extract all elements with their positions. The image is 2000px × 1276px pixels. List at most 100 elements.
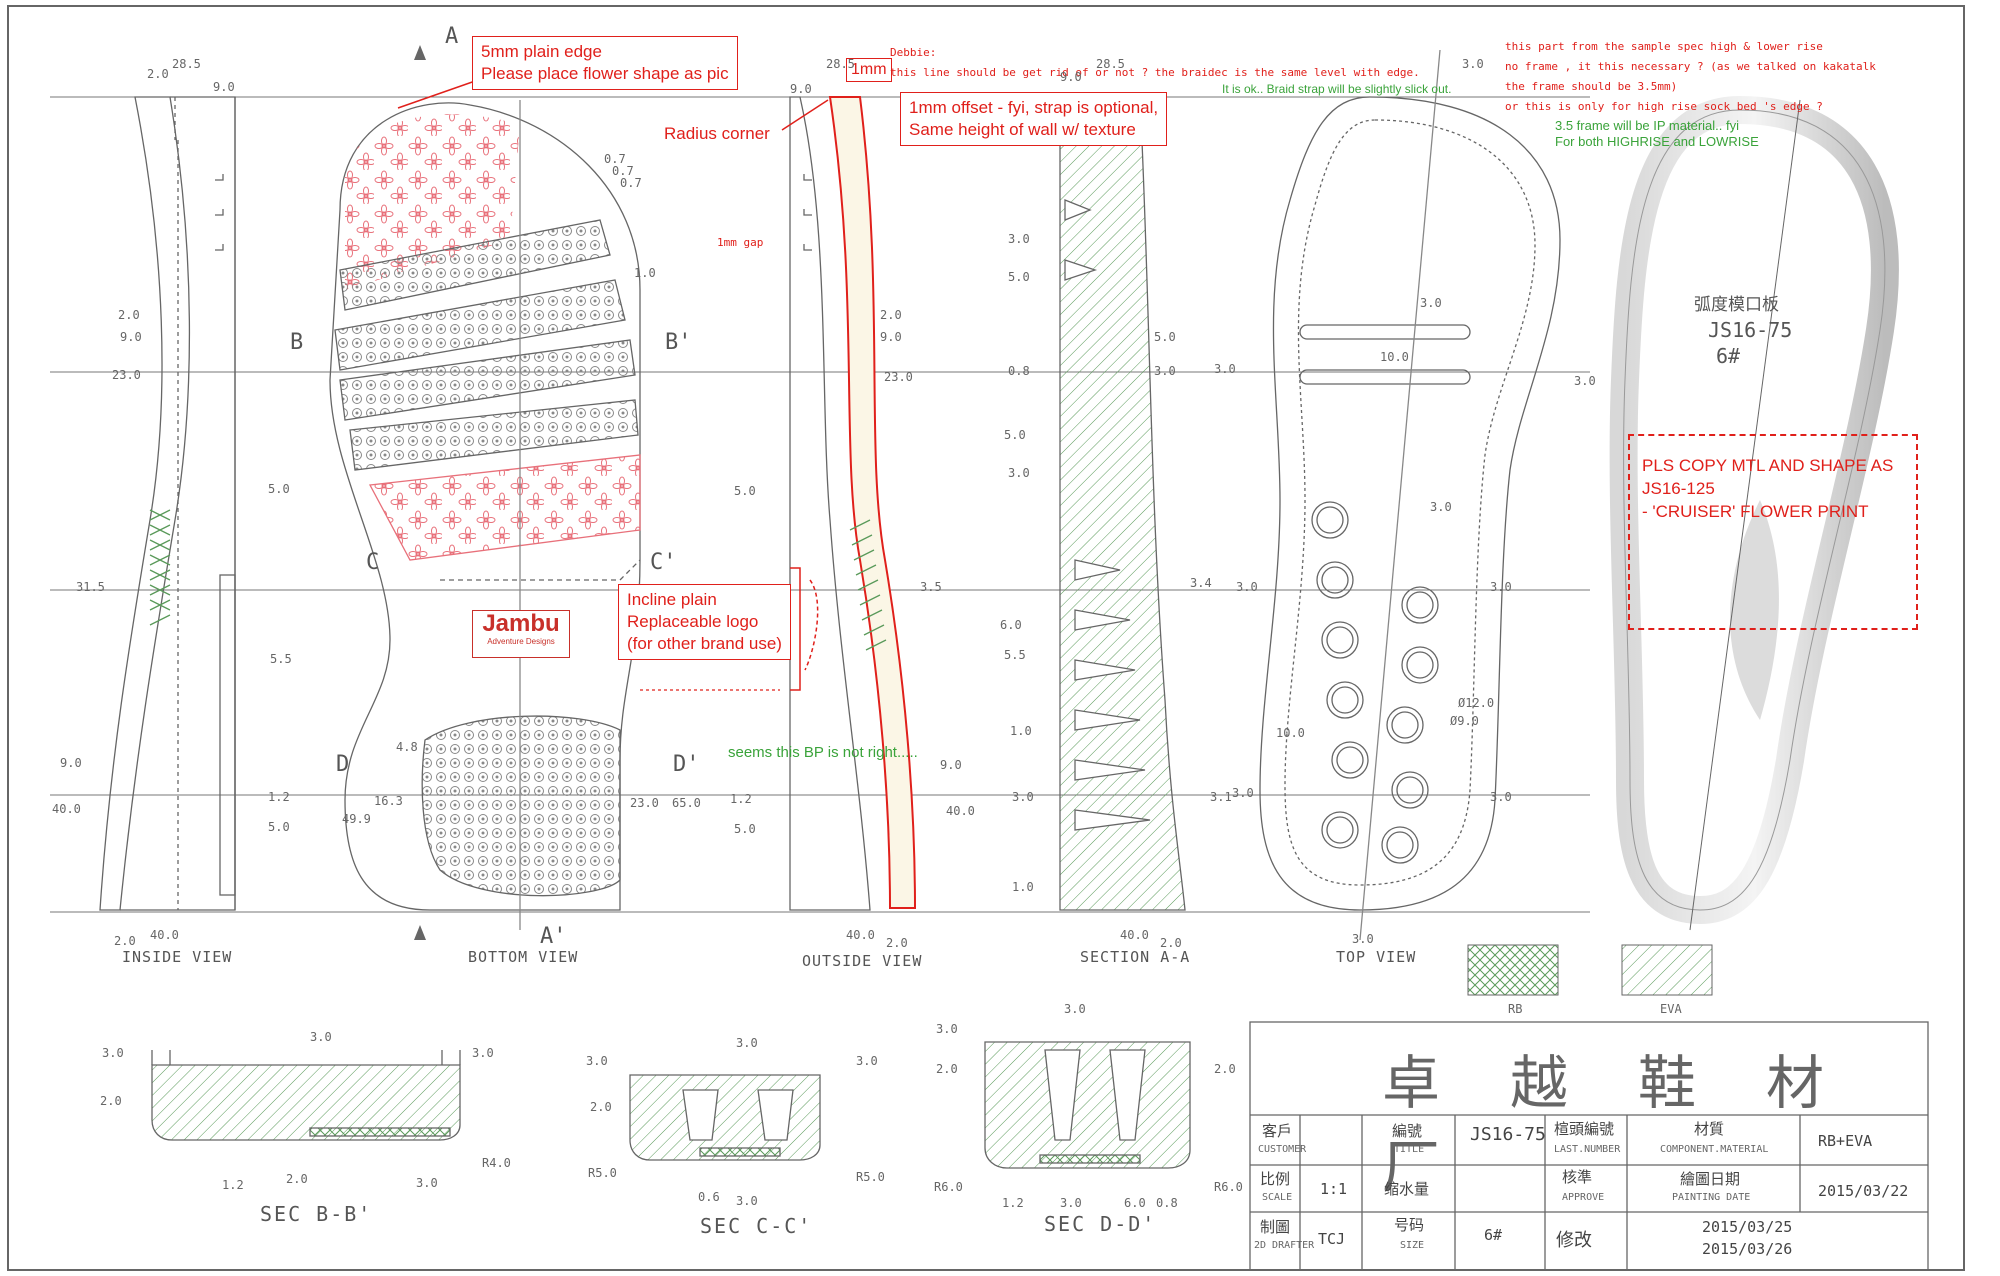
dim-bottom-6: 16.3 [374,794,403,808]
dim-top-14: 3.0 [1352,932,1374,946]
dim-bb-6: 2.0 [286,1172,308,1186]
title-block-grid [1249,1021,1929,1271]
dim-dd-9: 0.8 [1156,1196,1178,1210]
dim-aa-12: 5.5 [1004,648,1026,662]
sample-spec-line-3: the frame should be 3.5mm) [1505,80,1678,93]
dim-dd-6: 1.2 [1002,1196,1024,1210]
dim-top-2: 3.0 [1420,296,1442,310]
legend-eva-swatch [1621,944,1713,996]
dim-cc-2: 3.0 [736,1036,758,1050]
scale-en: SCALE [1262,1192,1293,1203]
dim-aa-18: 2.0 [1160,936,1182,950]
approve-cn: 核準 [1562,1168,1593,1186]
dim-top-4: 3.0 [1214,362,1236,376]
copy-note-line-2: JS16-125 [1642,479,1715,498]
dim-top-13: 3.0 [1490,790,1512,804]
dim-top-8: 3.0 [1430,500,1452,514]
dim-aa-7: 3.0 [1154,364,1176,378]
dim-inside-12: 1.2 [268,790,290,804]
section-mark-b: B [290,330,304,355]
bottom-view-label: BOTTOM VIEW [468,948,579,966]
last-number-cn: 楦頭編號 [1554,1120,1615,1138]
dim-outside-12: 40.0 [846,928,875,942]
dim-cc-4: 2.0 [590,1100,612,1114]
customer-en: CUSTOMER [1258,1144,1307,1155]
dim-inside-10: 9.0 [60,756,82,770]
dim-outside-4: 9.0 [880,330,902,344]
sec-dd-label: SEC D-D' [1044,1212,1157,1236]
section-aa-label: SECTION A-A [1080,948,1191,966]
arc-template-drawing [1609,95,1899,931]
dim-aa-4: 5.0 [1008,270,1030,284]
dim-aa-17: 40.0 [1120,928,1149,942]
dim-bottom-5: 4.8 [396,740,418,754]
legend-rb-label: RB [1508,1002,1523,1016]
dim-top-9: Ø12.0 [1458,696,1495,710]
bp-note: seems this BP is not right..... [728,744,918,761]
approve-en: APPROVE [1562,1192,1605,1203]
plain-edge-line-1: 5mm plain edge [481,42,602,61]
sec-bb-drawing [151,1050,461,1141]
dim-cc-6: 0.6 [698,1190,720,1204]
legend-rb-swatch [1467,944,1559,996]
outside-view-drawing [789,96,917,911]
sec-cc-label: SEC C-C' [700,1214,813,1238]
dim-outside-2: 9.0 [790,82,812,96]
material-en: COMPONENT.MATERIAL [1660,1144,1769,1155]
dim-aa-11: 6.0 [1000,618,1022,632]
dim-inside-5: 9.0 [120,330,142,344]
offset-line-2: Same height of wall w/ texture [909,120,1136,139]
size-cn: 号码 [1394,1216,1425,1234]
dim-aa-9: 3.0 [1008,466,1030,480]
dim-inside-6: 23.0 [112,368,141,382]
dim-aa-3: 3.0 [1008,232,1030,246]
copy-note-line-1: PLS COPY MTL AND SHAPE AS [1642,456,1894,475]
section-mark-b-prime: B' [665,330,692,355]
dim-bottom-8: 23.0 [630,796,659,810]
dim-dd-5: R6.0 [934,1180,963,1194]
legend-eva-label: EVA [1660,1002,1682,1016]
sample-spec-line-4: or this is only for high rise sock bed '… [1505,100,1823,113]
dim-dd-4: 2.0 [1214,1062,1236,1076]
shrink-cn: 缩水量 [1384,1180,1430,1198]
section-mark-d: D [336,752,350,777]
dim-outside-10: 9.0 [940,758,962,772]
incline-note: Incline plain Replaceable logo (for othe… [618,584,791,660]
gap-label: 1mm gap [717,236,764,249]
dim-outside-7: 5.0 [734,484,756,498]
dim-aa-14: 3.0 [1012,790,1034,804]
dim-cc-5: R5.0 [588,1166,617,1180]
dim-bb-7: 3.0 [416,1176,438,1190]
dim-dd-8: 6.0 [1124,1196,1146,1210]
dim-inside-2: 2.0 [147,67,169,81]
dim-cc-8: R5.0 [856,1170,885,1184]
dim-outside-6: 3.5 [920,580,942,594]
dim-aa-1: 28.5 [1096,57,1125,71]
drafter-cn: 制圖 [1260,1218,1291,1236]
inside-view-label: INSIDE VIEW [122,948,233,966]
dim-aa-5: 5.0 [1154,330,1176,344]
dim-bb-8: R4.0 [482,1156,511,1170]
size-en: SIZE [1400,1240,1425,1251]
dim-aa-2: 9.0 [1060,70,1082,84]
date-en: PAINTING DATE [1672,1192,1751,1203]
dim-top-11: 10.0 [1276,726,1305,740]
dim-cc-1: 3.0 [586,1054,608,1068]
drafter-value: TCJ [1318,1230,1346,1248]
dim-inside-3: 9.0 [213,80,235,94]
plain-edge-note: 5mm plain edge Please place flower shape… [472,36,738,90]
dim-dd-3: 2.0 [936,1062,958,1076]
dim-dd-10: R6.0 [1214,1180,1243,1194]
section-aa-drawing [1059,96,1186,911]
dim-top-5: 3.0 [1574,374,1596,388]
dim-inside-9: 5.5 [270,652,292,666]
sample-spec-line-1: this part from the sample spec high & lo… [1505,40,1823,53]
offset-line-1: 1mm offset - fyi, strap is optional, [909,98,1159,117]
plain-edge-line-2: Please place flower shape as pic [481,64,729,83]
dim-inside-1: 28.5 [172,57,201,71]
dim-aa-16: 1.0 [1012,880,1034,894]
dim-bb-1: 3.0 [102,1046,124,1060]
incline-line-3: (for other brand use) [627,634,782,653]
dim-inside-7: 5.0 [268,482,290,496]
